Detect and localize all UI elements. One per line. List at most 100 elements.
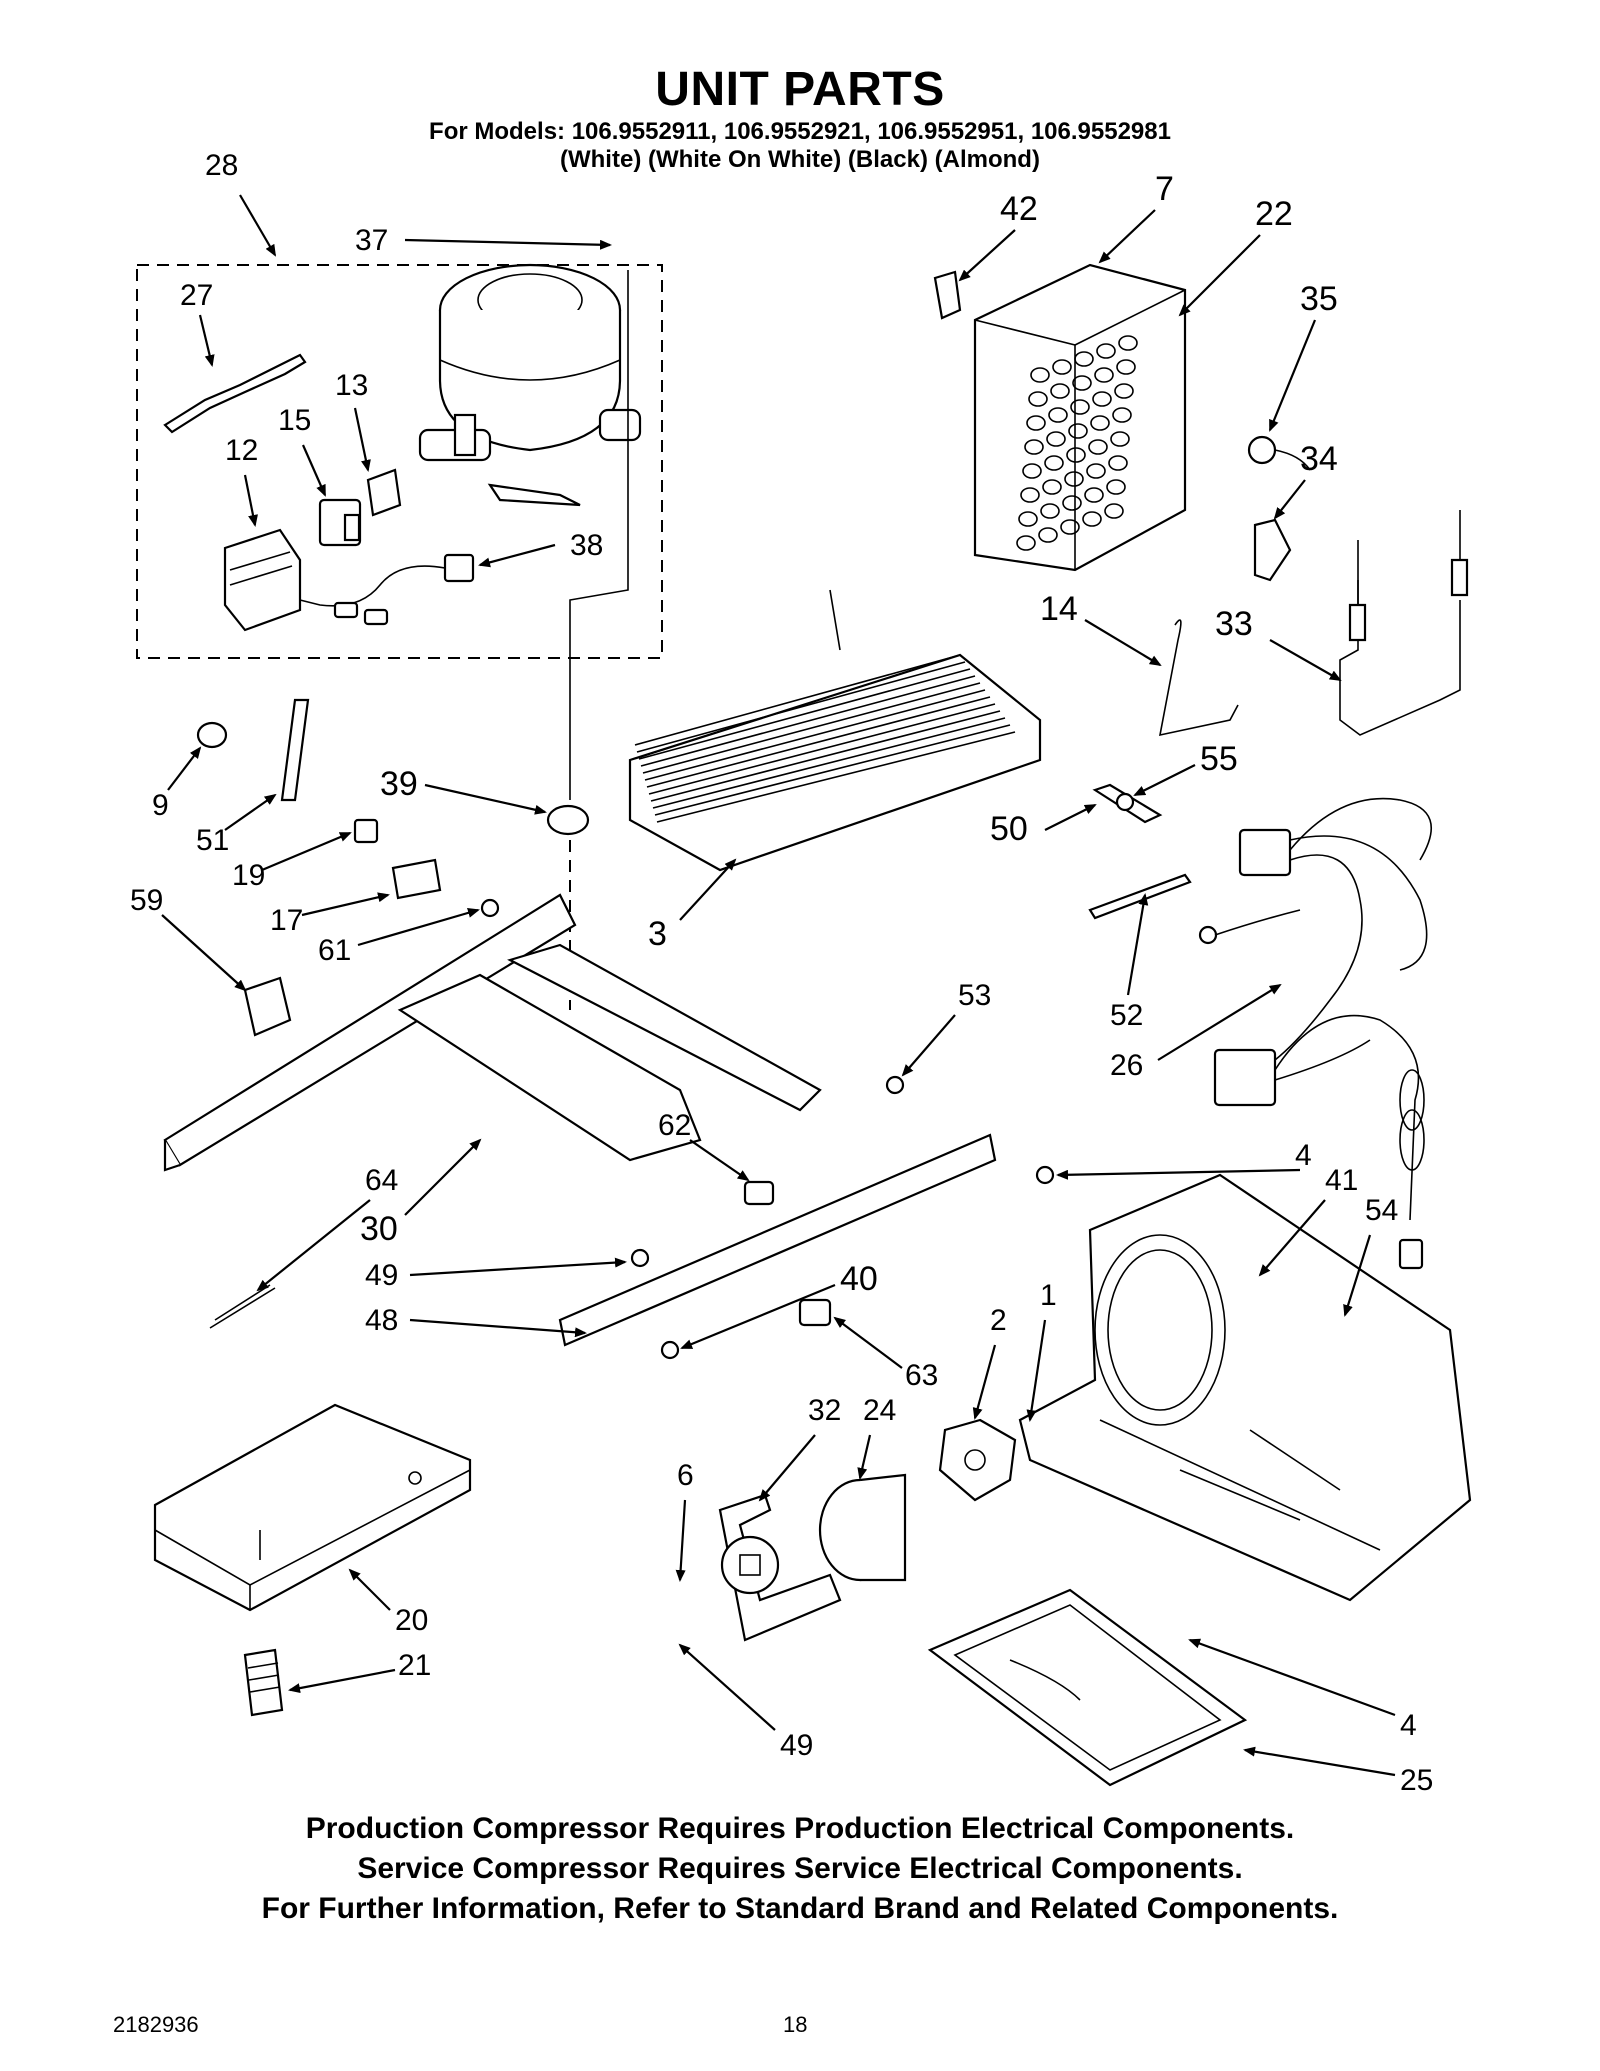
evaporator-fin <box>1094 367 1114 383</box>
note-further-information: For Further Information, Refer to Standa… <box>261 1892 1339 1925</box>
evaporator-fin <box>1042 479 1062 495</box>
callout-25: 25 <box>1400 1764 1433 1797</box>
callout-40: 40 <box>840 1260 878 1298</box>
evaporator-fin <box>1104 503 1124 519</box>
callout-14: 14 <box>1040 590 1078 628</box>
machine-compartment-frame <box>163 893 997 1347</box>
callout-48: 48 <box>365 1304 398 1337</box>
callout-3: 3 <box>648 915 667 953</box>
evaporator-fin <box>1018 511 1038 527</box>
evaporator-fin <box>1072 375 1092 391</box>
callout-54: 54 <box>1365 1194 1398 1227</box>
callout-28: 28 <box>205 149 238 182</box>
callout-20: 20 <box>395 1604 428 1637</box>
callout-13: 13 <box>335 369 368 402</box>
callout-30: 30 <box>360 1210 398 1248</box>
evaporator-fin <box>1048 407 1068 423</box>
page-title: UNIT PARTS <box>655 63 945 116</box>
callout-63: 63 <box>905 1359 938 1392</box>
note-production-compressor: Production Compressor Requires Productio… <box>305 1812 1295 1845</box>
callout-55: 55 <box>1200 740 1238 778</box>
model-numbers: For Models: 106.9552911, 106.9552921, 10… <box>429 118 1171 145</box>
callout-4a: 4 <box>1295 1139 1312 1172</box>
callout-15: 15 <box>278 404 311 437</box>
evaporator-fin <box>1108 455 1128 471</box>
condenser-tube <box>652 717 1006 809</box>
evaporator-assembly <box>933 263 1469 737</box>
callout-39: 39 <box>380 765 418 803</box>
condenser-tube <box>646 696 991 788</box>
evaporator-fin <box>1022 463 1042 479</box>
callout-52: 52 <box>1110 999 1143 1032</box>
evaporator-fin <box>1040 503 1060 519</box>
evaporator-fin <box>1044 455 1064 471</box>
condenser-tube <box>636 661 966 753</box>
document-number: 2182936 <box>113 2012 199 2037</box>
note-service-compressor: Service Compressor Requires Service Elec… <box>357 1852 1243 1885</box>
condenser-tube <box>634 654 961 746</box>
evaporator-fin <box>1030 367 1050 383</box>
evaporator-fin <box>1092 391 1112 407</box>
callout-38: 38 <box>570 529 603 562</box>
condenser-tube <box>642 682 981 774</box>
model-colors: (White) (White On White) (Black) (Almond… <box>560 146 1040 173</box>
callout-12: 12 <box>225 434 258 467</box>
evaporator-fin <box>1028 391 1048 407</box>
callout-49b: 49 <box>780 1729 813 1762</box>
condenser-tube <box>638 668 971 760</box>
evaporator-fin <box>1082 511 1102 527</box>
callout-42: 42 <box>1000 190 1038 228</box>
evaporator-fin <box>1068 423 1088 439</box>
evaporator-fin <box>1084 487 1104 503</box>
callout-64: 64 <box>365 1164 398 1197</box>
condenser-tube <box>656 731 1016 823</box>
callout-24: 24 <box>863 1394 896 1427</box>
callout-35: 35 <box>1300 280 1338 318</box>
callout-7: 7 <box>1155 170 1174 208</box>
callout-37: 37 <box>355 224 388 257</box>
condenser-tube <box>650 710 1001 802</box>
callout-59: 59 <box>130 884 163 917</box>
evaporator-fin <box>1050 383 1070 399</box>
drain-pan <box>927 1588 1248 1787</box>
condenser-coil <box>628 589 1042 872</box>
evaporator-fin <box>1088 439 1108 455</box>
callout-21: 21 <box>398 1649 431 1682</box>
evaporator-fin <box>1070 399 1090 415</box>
callout-34: 34 <box>1300 440 1338 478</box>
callout-50: 50 <box>990 810 1028 848</box>
evaporator-fin <box>1074 351 1094 367</box>
callout-22: 22 <box>1255 195 1293 233</box>
callout-19: 19 <box>232 859 265 892</box>
callout-26: 26 <box>1110 1049 1143 1082</box>
callout-27: 27 <box>180 279 213 312</box>
evaporator-fin <box>1096 343 1116 359</box>
evaporator-fin <box>1026 415 1046 431</box>
compressor-assembly-group <box>136 263 663 659</box>
evaporator-fin <box>1106 479 1126 495</box>
evaporator-fin <box>1052 359 1072 375</box>
evaporator-fin <box>1086 463 1106 479</box>
condenser-fan-motor <box>718 1418 1017 1642</box>
callout-2: 2 <box>990 1304 1007 1337</box>
evaporator-fin <box>1114 383 1134 399</box>
access-cover <box>153 1403 472 1717</box>
callout-1: 1 <box>1040 1279 1057 1312</box>
callout-61: 61 <box>318 934 351 967</box>
callout-labels: 28 37 27 13 15 12 38 42 7 22 35 34 14 33… <box>130 149 1433 1797</box>
callout-62: 62 <box>658 1109 691 1142</box>
callout-49a: 49 <box>365 1259 398 1292</box>
evaporator-fin <box>1062 495 1082 511</box>
callout-53: 53 <box>958 979 991 1012</box>
evaporator-fin <box>1110 431 1130 447</box>
evaporator-fin <box>1064 471 1084 487</box>
wiring-harness <box>1198 797 1432 1270</box>
condenser-tube <box>654 724 1011 816</box>
callout-33: 33 <box>1215 605 1253 643</box>
callout-17: 17 <box>270 904 303 937</box>
callout-32: 32 <box>808 1394 841 1427</box>
evaporator-fin <box>1060 519 1080 535</box>
page-number: 18 <box>783 2012 808 2037</box>
callout-41: 41 <box>1325 1164 1358 1197</box>
